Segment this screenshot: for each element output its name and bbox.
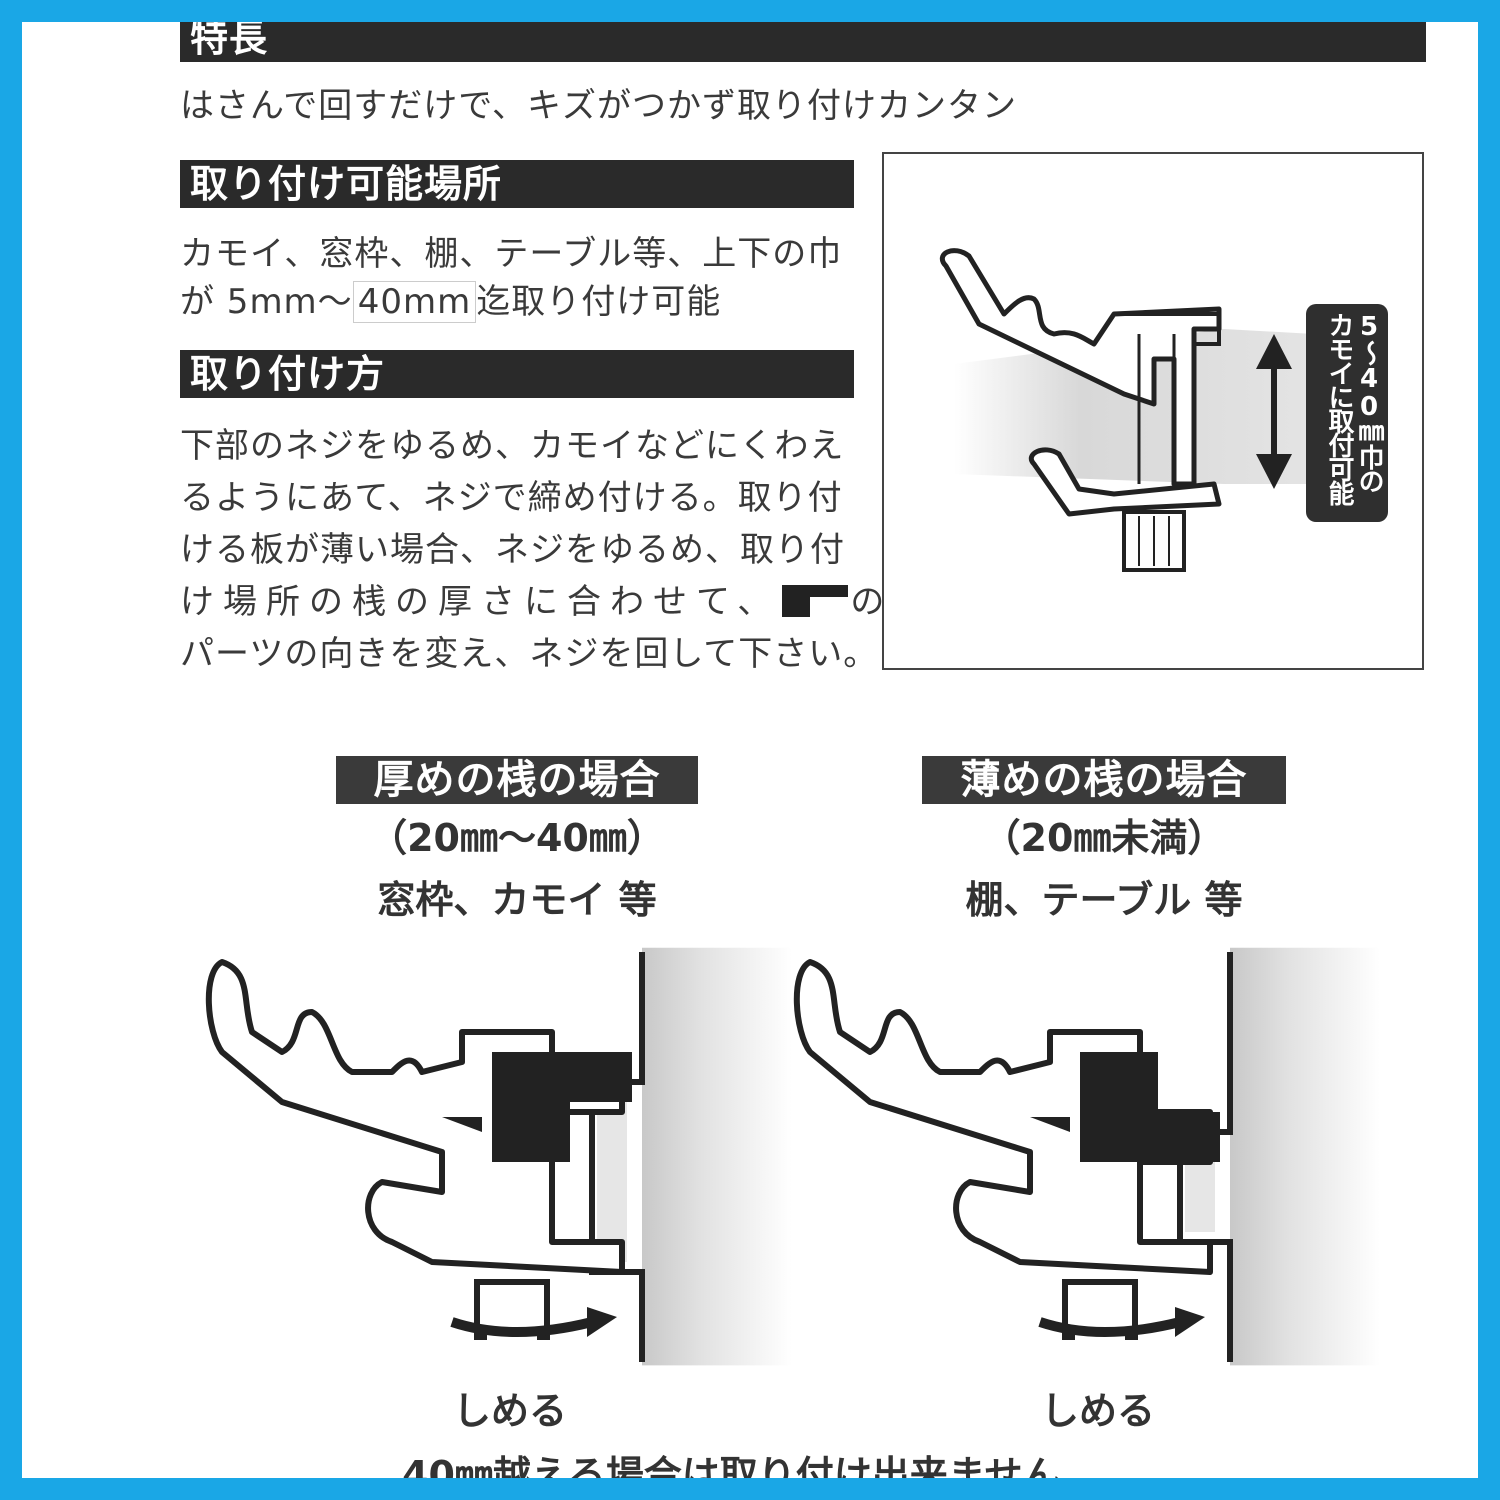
thick-case-tighten-label: しめる <box>452 1389 567 1433</box>
features-body: はさんで回すだけで、キズがつかず取り付けカンタン <box>180 86 1017 126</box>
how-to-line-4: け場所の桟の厚さに合わせて、 の <box>180 576 893 628</box>
how-to-line-1: 下部のネジをゆるめ、カモイなどにくわえ <box>180 426 845 466</box>
mountable-places-line2-pre: が 5mm～ <box>180 282 353 322</box>
how-to-line-3: ける板が薄い場合、ネジをゆるめ、取り付 <box>180 530 845 570</box>
bottom-warning-note: 40㎜越える場合は取り付け出来ません <box>402 1453 1061 1478</box>
how-to-mount-heading: 取り付け方 <box>180 350 854 398</box>
mountable-places-line1: カモイ、窓枠、棚、テーブル等、上下の巾 <box>180 234 843 274</box>
clamp-hook-illustration <box>939 248 1314 572</box>
thick-case-label: 厚めの桟の場合 <box>336 756 698 804</box>
thick-case-examples: 窓枠、カモイ 等 <box>377 878 657 922</box>
mountable-places-line2-post: 迄取り付け可能 <box>476 282 722 322</box>
mountable-places-line2-num: 40mm <box>352 281 477 323</box>
thin-case-label: 薄めの桟の場合 <box>922 756 1286 804</box>
thin-case-tighten-label: しめる <box>1040 1389 1155 1433</box>
thick-case-diagram <box>205 947 792 1366</box>
thin-case-examples: 棚、テーブル 等 <box>965 878 1243 922</box>
clamp-figure-box: 5～40㎜巾のカモイに取付可能 <box>882 152 1424 670</box>
mountable-places-heading: 取り付け可能場所 <box>180 160 854 208</box>
features-heading: 特長 <box>180 22 1426 62</box>
how-to-line-5: パーツの向きを変え、ネジを回して下さい。 <box>180 634 879 674</box>
how-to-line-4-text: け場所の桟の厚さに合わせて、 <box>180 582 781 622</box>
thin-case-diagram <box>793 947 1380 1366</box>
how-to-line-2: るようにあて、ネジで締め付ける。取り付 <box>180 478 843 518</box>
l-part-icon <box>782 585 849 617</box>
instruction-sheet: 特長 はさんで回すだけで、キズがつかず取り付けカンタン 取り付け可能場所 カモイ… <box>22 22 1478 1478</box>
width-range-label: 5～40㎜巾のカモイに取付可能 <box>1306 304 1388 522</box>
how-to-line-4-tail: の <box>850 582 894 622</box>
thick-case-range: （20㎜～40㎜） <box>369 816 665 860</box>
thin-case-range: （20㎜未満） <box>982 816 1226 860</box>
